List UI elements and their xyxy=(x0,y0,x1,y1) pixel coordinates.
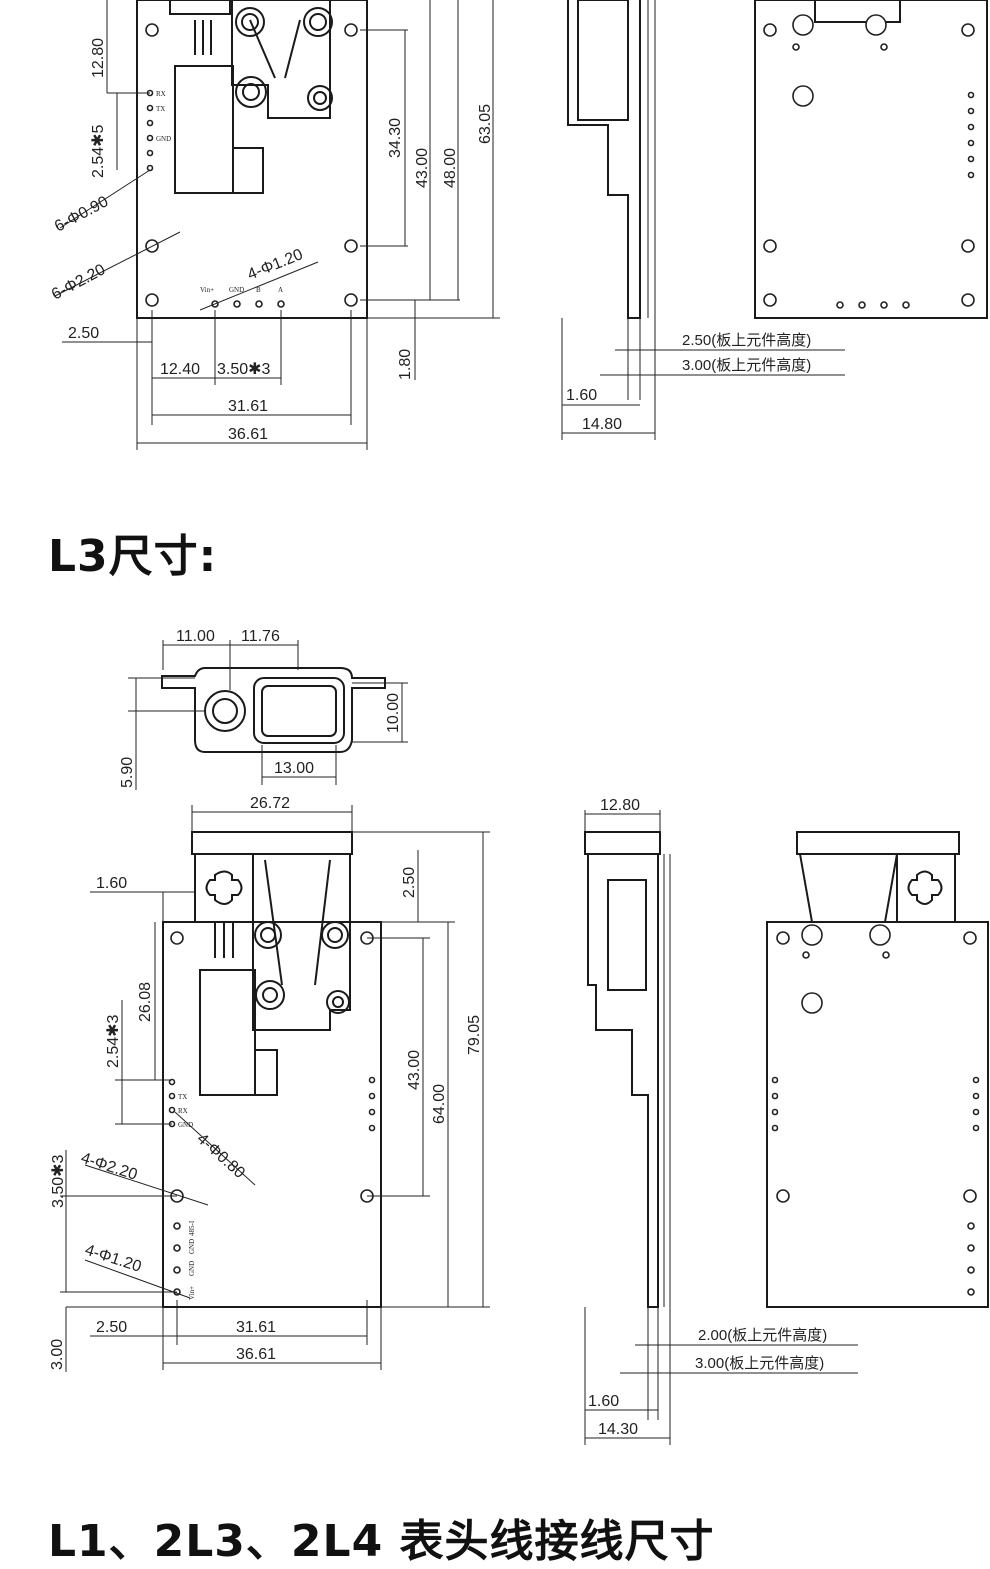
dim-label: 2.50 xyxy=(96,1319,127,1336)
height-note: 2.00(板上元件高度) xyxy=(698,1326,827,1344)
dim-label: 31.61 xyxy=(236,1319,276,1336)
top-front-view: RX TX GND Vin+ GND B A 12 xyxy=(49,0,500,450)
pin-label: TX xyxy=(178,1093,187,1101)
dim-label: 6-Φ2.20 xyxy=(49,261,108,303)
connector-block xyxy=(174,65,234,194)
dim-label: 12.80 xyxy=(90,38,107,78)
l3-connector-block xyxy=(199,969,256,1096)
dim-label: 1.80 xyxy=(397,349,414,380)
pin-label: Vin+ xyxy=(200,286,214,294)
dim-label: 3.00 xyxy=(49,1339,66,1370)
dim-label: 5.90 xyxy=(119,757,136,788)
pin-label: GND xyxy=(188,1261,196,1276)
dim-label: 10.00 xyxy=(385,693,402,733)
pin-label: Vin+ xyxy=(188,1286,196,1300)
pin-label: 485-I xyxy=(188,1220,196,1236)
dim-label: 1.60 xyxy=(588,1393,619,1410)
dim-label: 14.30 xyxy=(598,1421,638,1438)
dim-label: 26.08 xyxy=(137,982,154,1022)
dim-label: 3.50✱3 xyxy=(217,361,271,378)
pin-label: B xyxy=(256,286,261,294)
height-note: 3.00(板上元件高度) xyxy=(695,1354,824,1372)
dim-label: 64.00 xyxy=(431,1084,448,1124)
l3-side-view: 12.80 2.00(板上元件高度) 3.00(板上元件高度) 1.60 14.… xyxy=(584,797,858,1445)
top-side-view: 2.50(板上元件高度) 3.00(板上元件高度) 1.60 14.80 xyxy=(561,0,845,440)
section-title-wiring: L1、2L3、2L4 表头线接线尺寸 xyxy=(48,1516,715,1567)
pin-label: GND xyxy=(188,1239,196,1254)
dim-label: 1.60 xyxy=(96,875,127,892)
dim-label: 3.50✱3 xyxy=(50,1154,67,1208)
dim-label: 43.00 xyxy=(406,1050,423,1090)
top-back-view xyxy=(754,0,988,319)
dim-label: 79.05 xyxy=(466,1015,483,1055)
dim-label: 43.00 xyxy=(414,148,431,188)
dim-label: 13.00 xyxy=(274,760,314,777)
pin-label: RX xyxy=(178,1107,188,1115)
dim-label: 26.72 xyxy=(250,795,290,812)
dim-label: 12.40 xyxy=(160,361,200,378)
dim-label: 12.80 xyxy=(600,797,640,814)
dim-label: 2.54✱3 xyxy=(105,1014,122,1068)
top-board-outline xyxy=(136,0,368,319)
dim-label: 14.80 xyxy=(582,416,622,433)
dim-label: 1.60 xyxy=(566,387,597,404)
pin-label: GND xyxy=(178,1121,193,1129)
dim-label: 36.61 xyxy=(236,1346,276,1363)
dim-label: 11.00 xyxy=(176,628,215,645)
dim-label: 34.30 xyxy=(387,118,404,158)
dim-label: 4-Φ2.20 xyxy=(79,1150,140,1184)
height-note: 2.50(板上元件高度) xyxy=(682,331,811,349)
dim-label: 63.05 xyxy=(477,104,494,144)
dim-label: 2.50 xyxy=(68,325,99,342)
height-note: 3.00(板上元件高度) xyxy=(682,356,811,374)
dim-label: 11.76 xyxy=(241,628,280,645)
dimension-drawing: RX TX GND Vin+ GND B A 12 xyxy=(49,0,989,1445)
dim-label: 4-Φ1.20 xyxy=(245,246,305,284)
dim-label: 2.50 xyxy=(401,867,418,898)
dim-label: 31.61 xyxy=(228,398,268,415)
l3-front-view: TX RX GND Vin+ GND GND 485-I xyxy=(49,795,490,1372)
l3-top-view: 11.00 11.76 10.00 13.00 5.90 xyxy=(119,628,408,790)
dim-label: 2.54✱5 xyxy=(90,124,107,178)
dim-label: 4-Φ0.80 xyxy=(193,1130,248,1182)
pin-label: GND xyxy=(229,286,244,294)
l3-back-view xyxy=(766,831,989,1308)
dim-label: 6-Φ0.90 xyxy=(52,193,111,235)
pin-label: TX xyxy=(156,105,165,113)
mount-hole xyxy=(145,23,159,37)
pin-label: A xyxy=(278,286,283,294)
dim-label: 36.61 xyxy=(228,426,268,443)
dim-label: 48.00 xyxy=(442,148,459,188)
section-title-l3: L3尺寸: xyxy=(48,531,218,582)
pin-label: GND xyxy=(156,135,171,143)
pin-label: RX xyxy=(156,90,166,98)
